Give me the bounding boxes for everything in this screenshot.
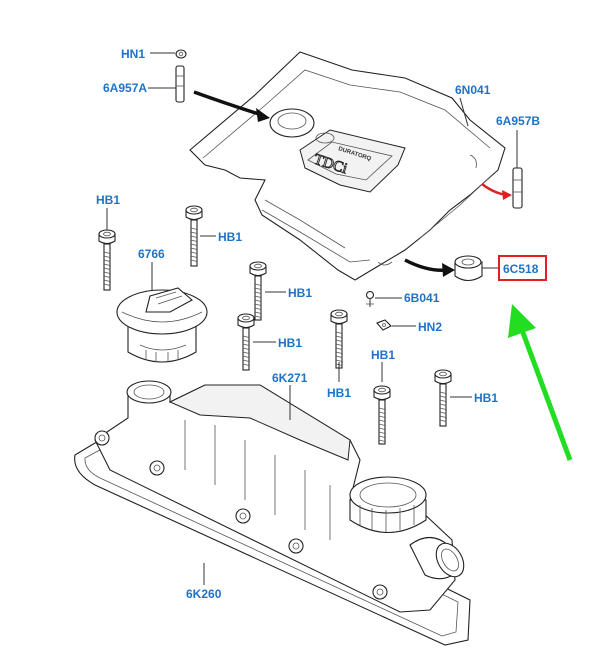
label-6k260: 6K260 (186, 587, 222, 601)
oil-filler-cap-6766[interactable] (116, 287, 208, 363)
label-hb1-a: HB1 (218, 230, 242, 244)
label-hb1-c: HB1 (278, 336, 302, 350)
label-hb1-f: HB1 (474, 391, 498, 405)
bolt-hb1-left[interactable] (98, 229, 116, 291)
assembly-arrow-grommet (404, 258, 449, 273)
stud-6a957a[interactable] (175, 65, 185, 103)
grommet-6c518[interactable] (454, 255, 483, 282)
screw-group (98, 205, 452, 445)
assembly-arrow-stud-a (193, 90, 263, 117)
label-6b041: 6B041 (404, 291, 440, 305)
green-arrow (508, 304, 573, 461)
label-6a957a: 6A957A (103, 81, 147, 95)
label-6n041: 6N041 (455, 83, 491, 97)
bolt-hb1-a[interactable] (185, 205, 203, 267)
label-6k271: 6K271 (272, 371, 308, 385)
cylinder-head-cover-6k271[interactable] (94, 380, 469, 613)
label-hb1-e: HB1 (371, 348, 395, 362)
label-hn2: HN2 (418, 320, 442, 334)
label-hn1: HN1 (121, 47, 145, 61)
bolt-hb1-c[interactable] (237, 313, 255, 371)
cover-badge-plate (299, 129, 406, 193)
bolt-hb1-f[interactable] (434, 369, 452, 427)
label-hb1-b: HB1 (288, 286, 312, 300)
label-6a957b: 6A957B (496, 114, 540, 128)
clip-6b041[interactable] (365, 290, 375, 308)
label-6c518[interactable]: 6C518 (503, 262, 539, 276)
bolt-hb1-b[interactable] (249, 261, 267, 321)
nut-hn2[interactable] (376, 319, 392, 331)
label-hb1-d: HB1 (327, 386, 351, 400)
engine-cover[interactable]: DURATORQ TDCi (189, 51, 506, 281)
nut-hn1[interactable] (175, 49, 187, 59)
bolt-hb1-d[interactable] (330, 309, 348, 369)
label-hb1-left: HB1 (96, 193, 120, 207)
highlight-box-6c518 (498, 255, 547, 281)
stud-6a957b[interactable] (512, 167, 523, 209)
bolt-hb1-e[interactable] (373, 385, 391, 445)
label-6766: 6766 (138, 247, 165, 261)
